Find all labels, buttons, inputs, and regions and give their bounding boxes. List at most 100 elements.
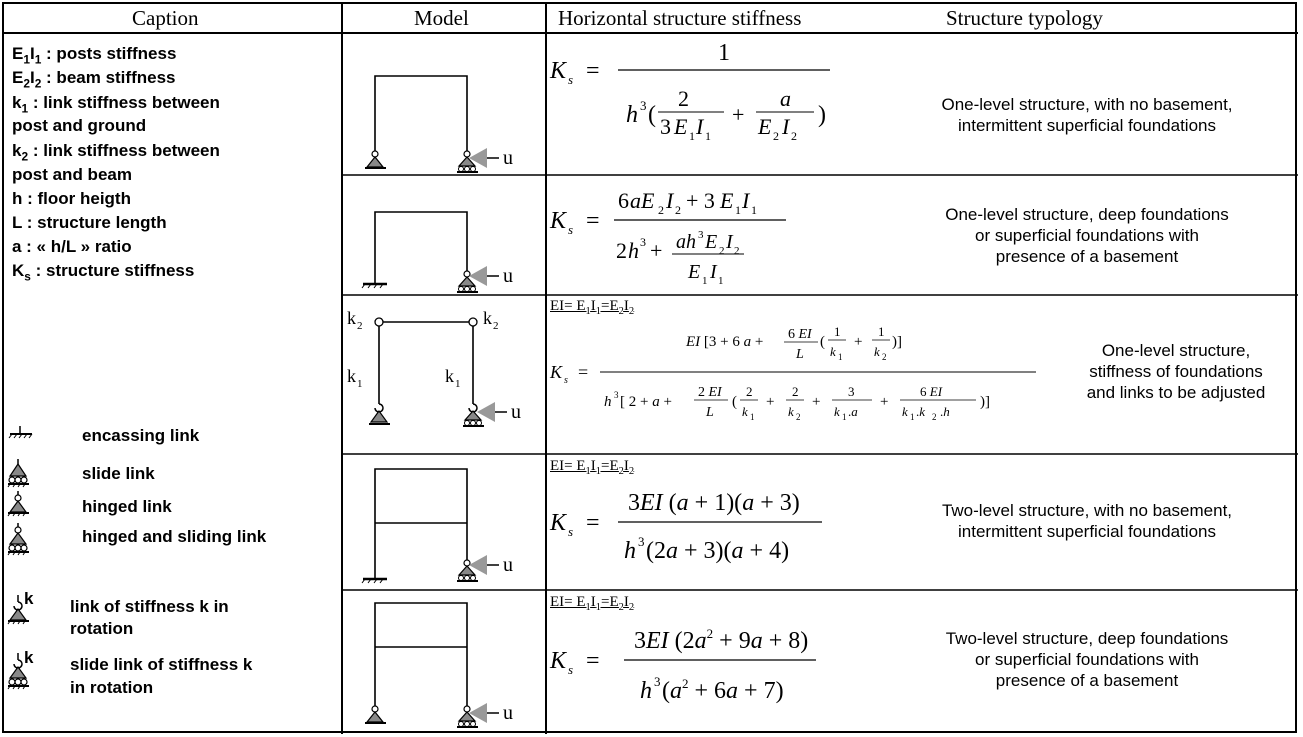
- svg-text:1: 1: [750, 412, 755, 422]
- caption-line: post and beam: [12, 165, 132, 184]
- svg-text:+: +: [880, 394, 888, 410]
- legend-label: rotation: [70, 619, 134, 638]
- caption-line: a : « h/L » ratio: [12, 237, 132, 256]
- svg-text:6 EI: 6 EI: [788, 327, 813, 342]
- model-diagram-1: u: [365, 75, 513, 173]
- caption-line: L : structure length: [12, 213, 167, 232]
- typology-row-3: One-level structure, stiffness of founda…: [1086, 341, 1266, 402]
- svg-text:I: I: [781, 114, 791, 139]
- svg-text:k: k: [830, 344, 836, 359]
- legend-label: hinged link: [82, 497, 172, 516]
- svg-text:3: 3: [640, 98, 647, 113]
- legend-k-label: k: [24, 648, 34, 667]
- hinged-link-symbol-icon: [7, 491, 29, 517]
- formula-row-3: K s = EI [3 + 6 a + 6 EI L ( 1 k 1 + 1 k…: [549, 324, 1036, 422]
- svg-text:s: s: [568, 662, 573, 677]
- legend-label: slide link: [82, 464, 155, 483]
- caption-line: E2I2 : beam stiffness: [12, 68, 176, 91]
- svg-text:+: +: [854, 334, 862, 350]
- model-diagram-4: u: [361, 468, 513, 584]
- caption-line: k1 : link stiffness between: [12, 93, 220, 116]
- rotational-spring-link-icon: [7, 595, 29, 625]
- svg-text:)]: )]: [892, 334, 902, 350]
- ei-note: EI= E1I1=E2I2: [550, 458, 635, 477]
- svg-text:h: h: [628, 238, 639, 263]
- svg-text:3: 3: [638, 534, 645, 549]
- svg-text:1: 1: [735, 203, 741, 217]
- ei-note: EI= E1I1=E2I2: [550, 594, 635, 613]
- svg-text:k: k: [445, 366, 454, 386]
- model-diagram-3: k 2 k 2 k 1 k 1 u: [347, 308, 521, 427]
- svg-text:u: u: [511, 401, 521, 423]
- svg-text:h: h: [640, 678, 652, 704]
- svg-text:6 EI: 6 EI: [920, 384, 943, 399]
- svg-text:I: I: [725, 231, 734, 253]
- svg-text:1: 1: [838, 352, 843, 362]
- slide-link-symbol-icon: [7, 459, 29, 488]
- svg-text:k: k: [788, 404, 794, 419]
- svg-text:2: 2: [796, 412, 801, 422]
- svg-text:L: L: [705, 405, 714, 420]
- svg-text:=: =: [586, 648, 600, 674]
- svg-text:2: 2: [773, 129, 779, 143]
- svg-text:s: s: [568, 222, 573, 237]
- svg-text:3EI (2a2 + 9a + 8): 3EI (2a2 + 9a + 8): [634, 626, 808, 654]
- svg-text:+: +: [650, 238, 662, 263]
- svg-text:+: +: [766, 394, 774, 410]
- formula-row-4: K s = 3EI (a + 1)(a + 3) h 3 (2a + 3)(a …: [549, 490, 822, 564]
- svg-text:3: 3: [614, 390, 619, 400]
- svg-text:I: I: [665, 188, 675, 213]
- svg-text:2 EI: 2 EI: [698, 385, 723, 400]
- header-model: Model: [414, 6, 469, 30]
- typology-row-1: One-level structure, with no basement, i…: [941, 95, 1233, 135]
- svg-text:a: a: [780, 86, 791, 111]
- svg-text:3: 3: [698, 229, 704, 241]
- legend-label: hinged and sliding link: [82, 527, 267, 546]
- svg-text:K: K: [549, 362, 563, 382]
- svg-text:1: 1: [455, 378, 461, 390]
- typology-row-4: Two-level structure, with no basement, i…: [941, 501, 1233, 541]
- svg-text:=: =: [586, 58, 600, 84]
- svg-text:.h: .h: [940, 404, 950, 419]
- svg-text:1: 1: [702, 275, 708, 287]
- svg-text:(2a + 3)(a + 4): (2a + 3)(a + 4): [646, 538, 789, 564]
- svg-text:K: K: [549, 58, 568, 84]
- svg-text:2: 2: [357, 320, 363, 332]
- svg-text:E: E: [687, 261, 700, 283]
- svg-text:2: 2: [932, 412, 937, 422]
- svg-text:3: 3: [654, 674, 661, 689]
- typology-row-5: Two-level structure, deep foundations or…: [945, 629, 1229, 690]
- svg-text:s: s: [564, 375, 568, 386]
- svg-text:E: E: [704, 231, 717, 253]
- svg-text:1: 1: [718, 40, 730, 66]
- svg-text:(: (: [648, 102, 656, 128]
- legend-label: encassing link: [82, 426, 200, 445]
- svg-text:h: h: [604, 394, 612, 410]
- svg-text:3: 3: [848, 384, 855, 399]
- svg-text:k: k: [874, 344, 880, 359]
- svg-text:2: 2: [746, 384, 753, 399]
- svg-text:K: K: [549, 208, 568, 234]
- hinged-sliding-link-symbol-icon: [7, 523, 29, 556]
- svg-text:+ 3: + 3: [686, 188, 715, 213]
- svg-text:k: k: [347, 366, 356, 386]
- svg-text:1: 1: [878, 324, 885, 339]
- svg-text:k: k: [902, 404, 908, 419]
- svg-text:1: 1: [705, 129, 711, 143]
- svg-text:2: 2: [658, 203, 664, 217]
- svg-text:(: (: [820, 334, 825, 350]
- svg-text:ah: ah: [676, 231, 696, 253]
- legend-label: link of stiffness k in: [70, 597, 229, 616]
- svg-text:E: E: [673, 114, 688, 139]
- svg-text:k: k: [347, 308, 356, 328]
- svg-text:)]: )]: [980, 394, 990, 410]
- svg-text:=: =: [578, 362, 588, 382]
- formula-row-2: K s = 6 aE 2 I 2 + 3 E 1 I 1 2 h 3 + ah …: [549, 188, 786, 287]
- svg-text:K: K: [549, 510, 568, 536]
- svg-text:1: 1: [357, 378, 363, 390]
- svg-text:3: 3: [660, 114, 671, 139]
- svg-text:aE: aE: [630, 188, 655, 213]
- svg-text:2: 2: [493, 320, 499, 332]
- typology-row-2: One-level structure, deep foundations or…: [945, 205, 1229, 266]
- svg-text:=: =: [586, 208, 600, 234]
